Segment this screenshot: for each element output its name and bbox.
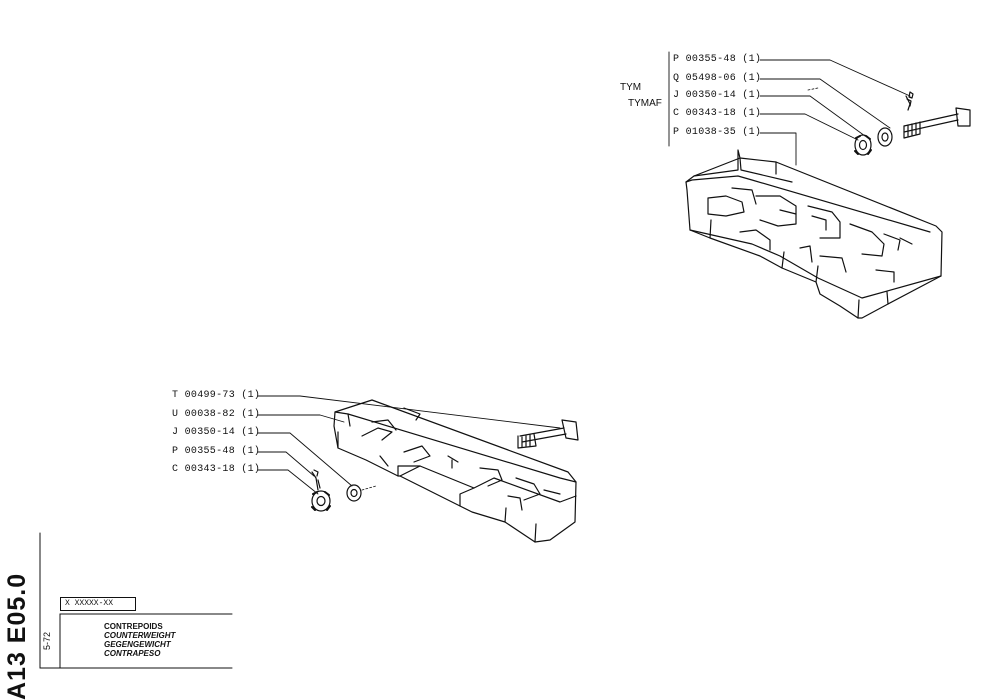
bottom-part-label: T 00499-73 (1) (172, 390, 261, 401)
top-leader-lines (668, 51, 911, 166)
bottom-washer (346, 484, 362, 502)
top-part-label: C 00343-18 (1) (673, 108, 762, 119)
model-label-tym: TYM (620, 82, 642, 93)
bottom-part-label: P 00355-48 (1) (172, 446, 261, 457)
bottom-castle-nut (311, 490, 331, 512)
title-block: CONTREPOIDS COUNTERWEIGHT GEGENGEWICHT C… (104, 622, 175, 658)
top-counterweight-block (685, 149, 943, 319)
document-code: A13 E05.0 (3, 572, 31, 700)
bottom-part-label: U 00038-82 (1) (172, 409, 261, 420)
bottom-counterweight-block (333, 399, 577, 543)
top-bolt (903, 107, 971, 139)
bottom-bolt (517, 419, 579, 449)
document-date: 5-72 (42, 631, 52, 650)
top-dash-mark (807, 87, 819, 91)
bottom-dash-mark (361, 485, 377, 491)
reference-number-box: X XXXXX-XX (60, 597, 136, 611)
top-castle-nut (854, 134, 872, 156)
bottom-part-label: J 00350-14 (1) (172, 427, 261, 438)
top-part-label: J 00350-14 (1) (673, 90, 762, 101)
top-part-label: Q 05498-06 (1) (673, 73, 762, 84)
title-block-frame (39, 532, 233, 669)
bottom-split-pin (311, 469, 321, 491)
title-english: COUNTERWEIGHT (104, 631, 176, 640)
top-part-label: P 01038-35 (1) (673, 127, 762, 138)
title-french: CONTREPOIDS (104, 622, 163, 631)
bottom-part-label: C 00343-18 (1) (172, 464, 261, 475)
title-spanish: CONTRAPESO (104, 649, 161, 658)
top-part-label: P 00355-48 (1) (673, 54, 762, 65)
model-label-tymaf: TYMAF (628, 98, 662, 109)
top-washer (877, 127, 893, 147)
bottom-leader-lines (257, 395, 561, 495)
title-german: GEGENGEWICHT (104, 640, 171, 649)
